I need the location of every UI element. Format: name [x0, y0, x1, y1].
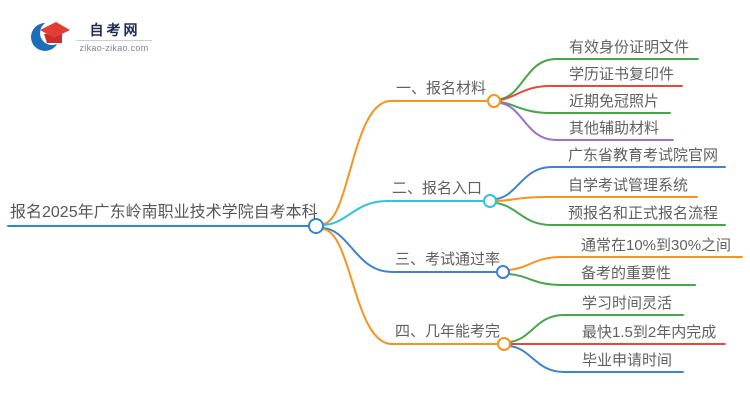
root-node-handle[interactable] — [308, 218, 324, 234]
branch-topic-3[interactable]: 三、考试通过率 — [394, 251, 500, 268]
root-topic[interactable]: 报名2025年广东岭南职业技术学院自考本科 — [10, 204, 318, 221]
connector-b4-child-1 — [509, 314, 684, 343]
logo-divider — [76, 40, 152, 41]
child-topic-pass-rate-range[interactable]: 通常在10%到30%之间 — [581, 237, 732, 254]
site-domain: zikao-zikao.com — [79, 43, 149, 53]
branch-topic-2[interactable]: 二、报名入口 — [391, 180, 482, 197]
site-logo[interactable]: 自考网 zikao-zikao.com — [30, 13, 155, 55]
branch-4-node-handle[interactable] — [497, 337, 511, 351]
branch-3-node-handle[interactable] — [496, 265, 510, 279]
connector-b2-child-1 — [495, 166, 726, 200]
child-topic-prep-importance[interactable]: 备考的重要性 — [581, 265, 672, 282]
child-topic-registration-flow[interactable]: 预报名和正式报名流程 — [568, 205, 719, 222]
connector-root-branch-1 — [322, 100, 489, 225]
connector-b4-child-3 — [509, 345, 684, 373]
connector-root-branch-2 — [322, 200, 485, 226]
branch-1-node-handle[interactable] — [487, 94, 501, 108]
child-topic-photo[interactable]: 近期免冠照片 — [569, 93, 660, 110]
connector-b3-child-1 — [508, 256, 743, 271]
child-topic-graduation-apply[interactable]: 毕业申请时间 — [582, 352, 673, 369]
branch-2-node-handle[interactable] — [483, 194, 497, 208]
child-topic-other-materials[interactable]: 其他辅助材料 — [569, 120, 660, 137]
connector-root-branch-3 — [322, 227, 498, 273]
connector-b1-child-1 — [499, 58, 699, 100]
connector-b2-child-3 — [495, 202, 726, 226]
connector-b3-child-2 — [508, 273, 696, 286]
child-topic-id-documents[interactable]: 有效身份证明文件 — [569, 39, 690, 56]
branch-topic-1[interactable]: 一、报名材料 — [395, 80, 486, 97]
child-topic-official-website[interactable]: 广东省教育考试院官网 — [568, 147, 719, 164]
child-topic-flexible-schedule[interactable]: 学习时间灵活 — [582, 295, 673, 312]
connector-b1-child-2 — [499, 85, 683, 101]
connector-b1-child-3 — [499, 101, 671, 114]
branch-topic-4[interactable]: 四、几年能考完 — [394, 323, 500, 340]
connector-b2-child-2 — [495, 196, 698, 202]
child-topic-diploma-copy[interactable]: 学历证书复印件 — [569, 66, 675, 83]
site-name: 自考网 — [89, 22, 141, 38]
connector-root-branch-4 — [322, 228, 499, 345]
connector-b1-child-4 — [499, 102, 674, 141]
child-topic-completion-time[interactable]: 最快1.5到2年内完成 — [582, 324, 717, 341]
child-topic-exam-system[interactable]: 自学考试管理系统 — [568, 177, 689, 194]
graduation-cap-logo-icon — [31, 21, 70, 51]
